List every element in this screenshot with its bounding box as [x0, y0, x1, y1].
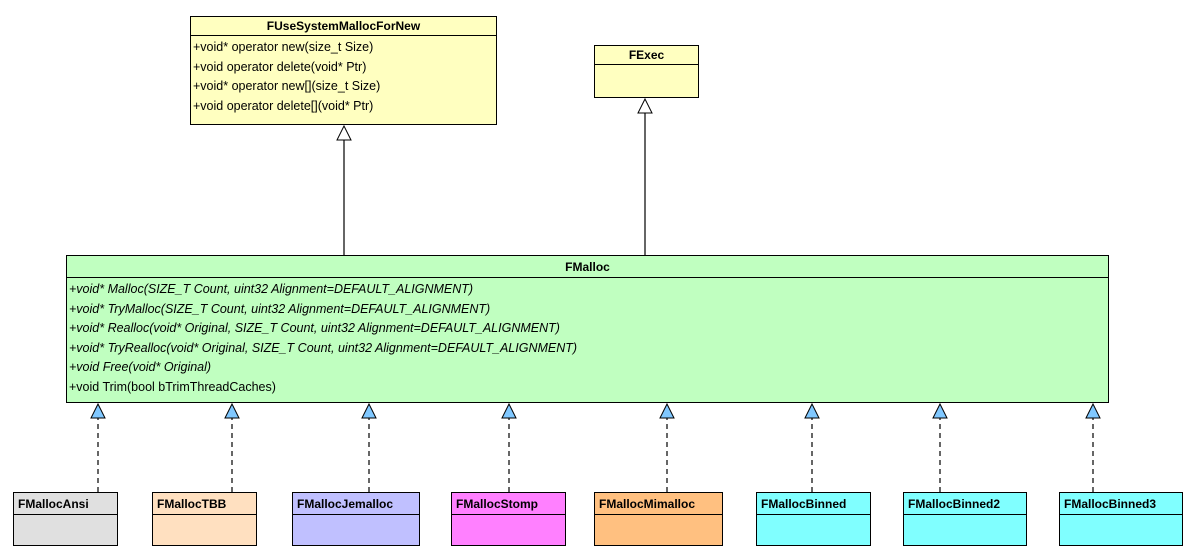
method-list: +void* Malloc(SIZE_T Count, uint32 Align…	[67, 278, 1108, 398]
method: +void Free(void* Original)	[69, 360, 212, 375]
class-fmallocbinned2[interactable]: FMallocBinned2	[903, 492, 1027, 546]
class-fusesystemmallocfornew[interactable]: FUseSystemMallocForNew +void* operator n…	[190, 16, 497, 125]
class-fmalloc[interactable]: FMalloc +void* Malloc(SIZE_T Count, uint…	[66, 255, 1109, 403]
class-fmallocmimalloc[interactable]: FMallocMimalloc	[594, 492, 723, 546]
method: +void operator delete[](void* Ptr)	[193, 98, 374, 113]
class-fmalloctbb[interactable]: FMallocTBB	[152, 492, 257, 546]
method: +void* TryRealloc(void* Original, SIZE_T…	[69, 340, 578, 355]
class-fmallocbinned3[interactable]: FMallocBinned3	[1059, 492, 1183, 546]
method-list: +void* operator new(size_t Size) +void o…	[191, 36, 496, 116]
class-name: FMallocBinned2	[904, 493, 1026, 515]
realization-arrowhead	[932, 402, 948, 419]
class-fexec[interactable]: FExec	[594, 45, 699, 98]
class-name: FMalloc	[67, 256, 1108, 278]
method: +void Trim(bool bTrimThreadCaches)	[69, 379, 276, 394]
realization-arrowhead	[1085, 402, 1101, 419]
method: +void* operator new[](size_t Size)	[193, 79, 381, 94]
method: +void* operator new(size_t Size)	[193, 40, 374, 54]
class-name: FExec	[595, 46, 698, 65]
class-name: FMallocAnsi	[14, 493, 117, 515]
realization-arrowhead	[501, 402, 517, 419]
class-name: FMallocBinned3	[1060, 493, 1182, 515]
class-name: FUseSystemMallocForNew	[191, 17, 496, 36]
class-fmallocansi[interactable]: FMallocAnsi	[13, 492, 118, 546]
class-name: FMallocTBB	[153, 493, 256, 515]
inheritance-arrowhead	[637, 97, 653, 114]
class-fmallocstomp[interactable]: FMallocStomp	[451, 492, 566, 546]
realization-arrowhead	[224, 402, 240, 419]
method: +void operator delete(void* Ptr)	[193, 59, 367, 74]
inheritance-arrowhead	[336, 124, 352, 141]
realization-arrowhead	[804, 402, 820, 419]
method: +void* Malloc(SIZE_T Count, uint32 Align…	[69, 282, 474, 296]
class-name: FMallocBinned	[757, 493, 870, 515]
method: +void* TryMalloc(SIZE_T Count, uint32 Al…	[69, 301, 491, 316]
class-fmallocbinned[interactable]: FMallocBinned	[756, 492, 871, 546]
class-fmallocjemalloc[interactable]: FMallocJemalloc	[292, 492, 420, 546]
class-name: FMallocMimalloc	[595, 493, 722, 515]
method: +void* Realloc(void* Original, SIZE_T Co…	[69, 321, 560, 336]
realization-arrowhead	[361, 402, 377, 419]
realization-arrowhead	[659, 402, 675, 419]
class-name: FMallocJemalloc	[293, 493, 419, 515]
realization-arrowhead	[90, 402, 106, 419]
class-name: FMallocStomp	[452, 493, 565, 515]
